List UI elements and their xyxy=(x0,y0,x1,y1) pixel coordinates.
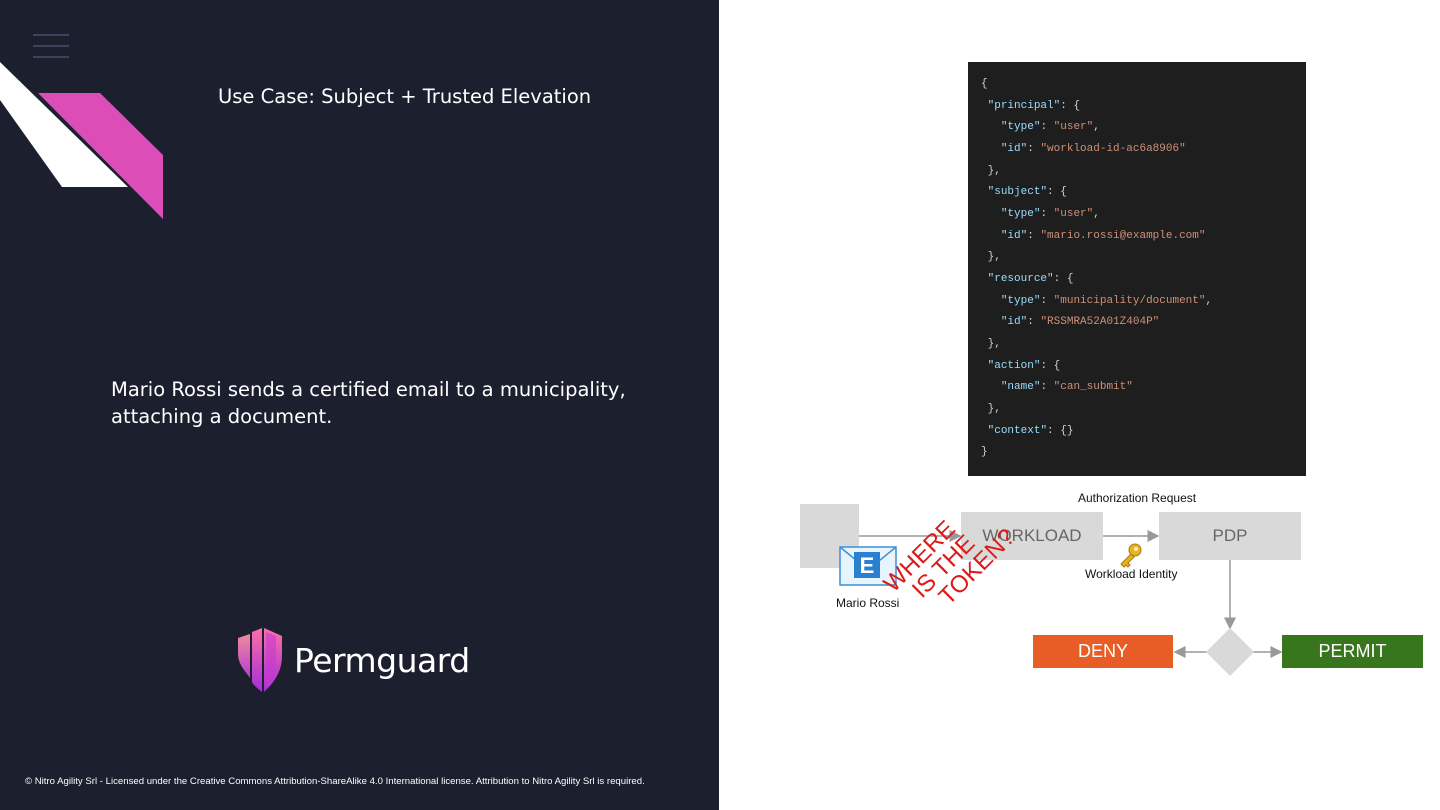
code-line: "id": "workload-id-ac6a8906" xyxy=(1000,142,1186,155)
menu-icon[interactable] xyxy=(33,34,69,60)
workload-label: WORKLOAD xyxy=(982,526,1082,545)
left-panel: Use Case: Subject + Trusted Elevation Ma… xyxy=(0,0,719,810)
code-line: "action": { xyxy=(987,359,1061,372)
code-line: }, xyxy=(987,251,1001,264)
decorative-stripes xyxy=(0,62,163,219)
pdp-label: PDP xyxy=(1212,526,1248,545)
email-icon: E xyxy=(839,546,897,586)
code-line: "type": "municipality/document", xyxy=(1000,294,1213,307)
permit-label: PERMIT xyxy=(1318,641,1387,661)
code-line: }, xyxy=(987,402,1001,415)
auth-request-label: Authorization Request xyxy=(1078,491,1197,505)
slide-description: Mario Rossi sends a certified email to a… xyxy=(111,378,626,428)
user-label: Mario Rossi xyxy=(836,596,900,610)
shield-logo-icon xyxy=(238,628,282,692)
permguard-logo: Permguard xyxy=(236,626,470,694)
code-line: "subject": { xyxy=(987,186,1067,199)
json-code-block: { "principal": { "type": "user", "id": "… xyxy=(968,62,1306,476)
pdp-box: PDP xyxy=(1159,512,1301,560)
code-line: "id": "RSSMRA52A01Z404P" xyxy=(1000,316,1160,329)
code-line: "name": "can_submit" xyxy=(1000,381,1133,394)
logo-text: Permguard xyxy=(294,640,470,680)
slide-title: Use Case: Subject + Trusted Elevation xyxy=(218,85,592,108)
key-icon xyxy=(1120,543,1142,568)
code-line: "principal": { xyxy=(987,99,1081,112)
permit-box: PERMIT xyxy=(1282,635,1423,668)
deny-box: DENY xyxy=(1033,635,1173,668)
code-line: "type": "user", xyxy=(1000,207,1100,220)
decision-diamond xyxy=(1206,628,1254,676)
svg-text:E: E xyxy=(860,553,875,578)
deny-label: DENY xyxy=(1077,641,1128,661)
code-line: } xyxy=(981,446,988,459)
code-line: "id": "mario.rossi@example.com" xyxy=(1000,229,1206,242)
code-line: "type": "user", xyxy=(1000,121,1100,134)
workload-identity-label: Workload Identity xyxy=(1085,567,1178,581)
workload-box: WORKLOAD xyxy=(961,512,1103,560)
code-line: }, xyxy=(987,164,1001,177)
code-line: { xyxy=(981,78,988,90)
license-footer: © Nitro Agility Srl - Licensed under the… xyxy=(25,776,645,787)
code-line: }, xyxy=(987,337,1001,350)
code-line: "context": {} xyxy=(987,424,1074,437)
code-line: "resource": { xyxy=(987,272,1074,285)
